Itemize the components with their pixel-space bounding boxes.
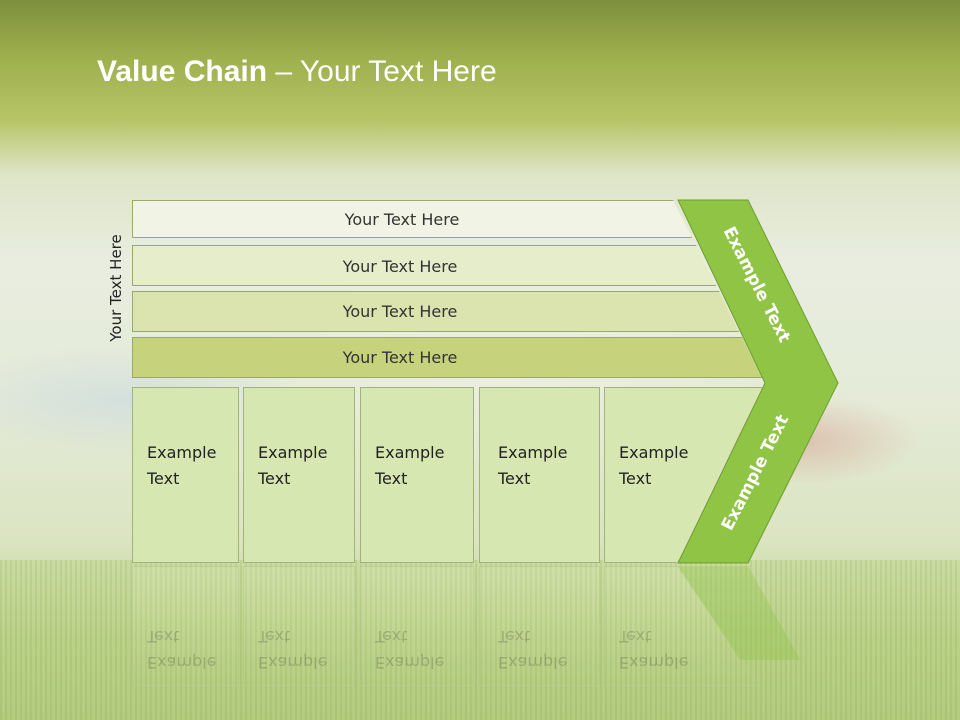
slide-title: Value Chain – Your Text Here — [97, 55, 497, 89]
support-bar-3-label: Your Text Here — [342, 302, 458, 321]
margin-chevron — [677, 199, 839, 564]
support-bar-4-label: Your Text Here — [342, 348, 458, 367]
support-bar-1: Your Text Here — [132, 200, 692, 238]
title-rest: – Your Text Here — [267, 55, 497, 88]
title-bold: Value Chain — [97, 55, 268, 88]
grass-background — [0, 560, 960, 720]
support-bar-3: Your Text Here — [132, 291, 739, 332]
margin-chevron-reflection — [678, 566, 800, 660]
support-bar-4: Your Text Here — [132, 337, 762, 378]
support-bar-2: Your Text Here — [132, 245, 716, 286]
support-bar-2-label: Your Text Here — [342, 257, 458, 276]
support-bar-1-label: Your Text Here — [344, 210, 460, 229]
